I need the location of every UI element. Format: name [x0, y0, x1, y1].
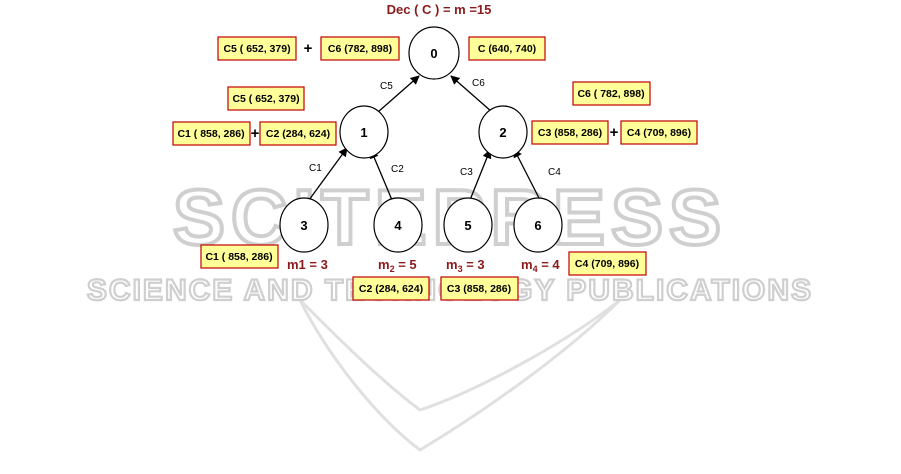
box-top-c: C (640, 740): [468, 36, 546, 61]
m2-label: m2 = 5: [378, 257, 417, 274]
box-leaf-c2-text: C2 (284, 624): [359, 283, 423, 295]
node-label-3: 3: [300, 218, 307, 233]
box-n2-c4: C4 (709, 896): [620, 120, 698, 145]
m3-label: m3 = 3: [446, 257, 485, 274]
plus-sign-n2: +: [610, 124, 619, 141]
edge-2-0: [450, 75, 493, 113]
m4-label: m4 = 4: [521, 257, 560, 274]
edge-label-c5: C5: [380, 81, 393, 92]
box-leaf-c4: C4 (709, 896): [568, 251, 647, 276]
box-n1-c2-text: C2 (284, 624): [266, 128, 330, 140]
m4-rest: = 4: [538, 257, 561, 272]
m3-sub: 3: [458, 264, 463, 274]
box-n2-c4-text: C4 (709, 896): [627, 127, 691, 139]
box-top-c6: C6 (782, 898): [320, 36, 400, 61]
m2-sub: 2: [390, 264, 395, 274]
box-n1-c1-text: C1 ( 858, 286): [177, 128, 244, 140]
m3-rest: = 3: [463, 257, 485, 272]
box-n1-c2: C2 (284, 624): [259, 121, 337, 146]
edge-6-2: [513, 148, 541, 201]
m2-rest: = 5: [395, 257, 417, 272]
plus-sign-n1: +: [251, 125, 260, 142]
node-label-1: 1: [360, 125, 367, 140]
m1-label: m1 = 3: [287, 257, 328, 272]
box-leaf-c1-text: C1 ( 858, 286): [205, 251, 272, 263]
box-top-c5-text: C5 ( 652, 379): [223, 43, 290, 55]
node-label-4: 4: [394, 218, 402, 233]
tree-node-2: 2: [478, 105, 528, 159]
m4-base: m: [521, 257, 533, 272]
box-leaf-c2: C2 (284, 624): [352, 276, 430, 301]
edge-label-c3: C3: [460, 167, 473, 178]
box-n2-c6: C6 ( 782, 898): [572, 81, 651, 106]
edge-5-2: [469, 149, 492, 201]
edge-1-0: [377, 75, 420, 113]
plus-sign-top: +: [304, 40, 313, 57]
box-leaf-c4-text: C4 (709, 896): [575, 258, 639, 270]
box-top-c5: C5 ( 652, 379): [217, 36, 297, 61]
edge-label-c6: C6: [472, 78, 485, 89]
node-label-2: 2: [499, 125, 506, 140]
box-n2-c3: C3 (858, 286): [531, 120, 609, 145]
tree-node-6: 6: [513, 197, 563, 253]
edge-label-c1: C1: [309, 163, 322, 174]
box-leaf-c1: C1 ( 858, 286): [200, 244, 279, 269]
node-label-5: 5: [464, 218, 471, 233]
box-n2-c3-text: C3 (858, 286): [538, 127, 602, 139]
tree-node-3: 3: [279, 197, 329, 253]
dec-label: Dec ( C ) = m =15: [387, 2, 492, 17]
box-n2-c6-text: C6 ( 782, 898): [577, 88, 644, 100]
edge-3-1: [308, 147, 348, 201]
watermark-swoosh: [298, 298, 622, 452]
node-label-6: 6: [534, 218, 541, 233]
box-n1-c5: C5 ( 652, 379): [227, 86, 305, 111]
box-leaf-c3: C3 (858, 286): [440, 276, 519, 301]
edge-4-1: [369, 149, 393, 201]
tree-node-1: 1: [339, 105, 389, 159]
box-n1-c5-text: C5 ( 652, 379): [232, 93, 299, 105]
node-label-0: 0: [430, 46, 437, 61]
box-n1-c1: C1 ( 858, 286): [172, 121, 251, 146]
m3-base: m: [446, 257, 458, 272]
m4-sub: 4: [533, 264, 538, 274]
edges: [308, 75, 541, 201]
box-top-c6-text: C6 (782, 898): [328, 43, 392, 55]
edge-label-c2: C2: [391, 164, 404, 175]
box-top-c-text: C (640, 740): [478, 43, 536, 55]
edge-label-c4: C4: [548, 167, 561, 178]
tree-node-4: 4: [373, 197, 423, 253]
box-leaf-c3-text: C3 (858, 286): [447, 283, 511, 295]
m2-base: m: [378, 257, 390, 272]
tree-node-0: 0: [408, 26, 460, 80]
tree-node-5: 5: [443, 197, 493, 253]
